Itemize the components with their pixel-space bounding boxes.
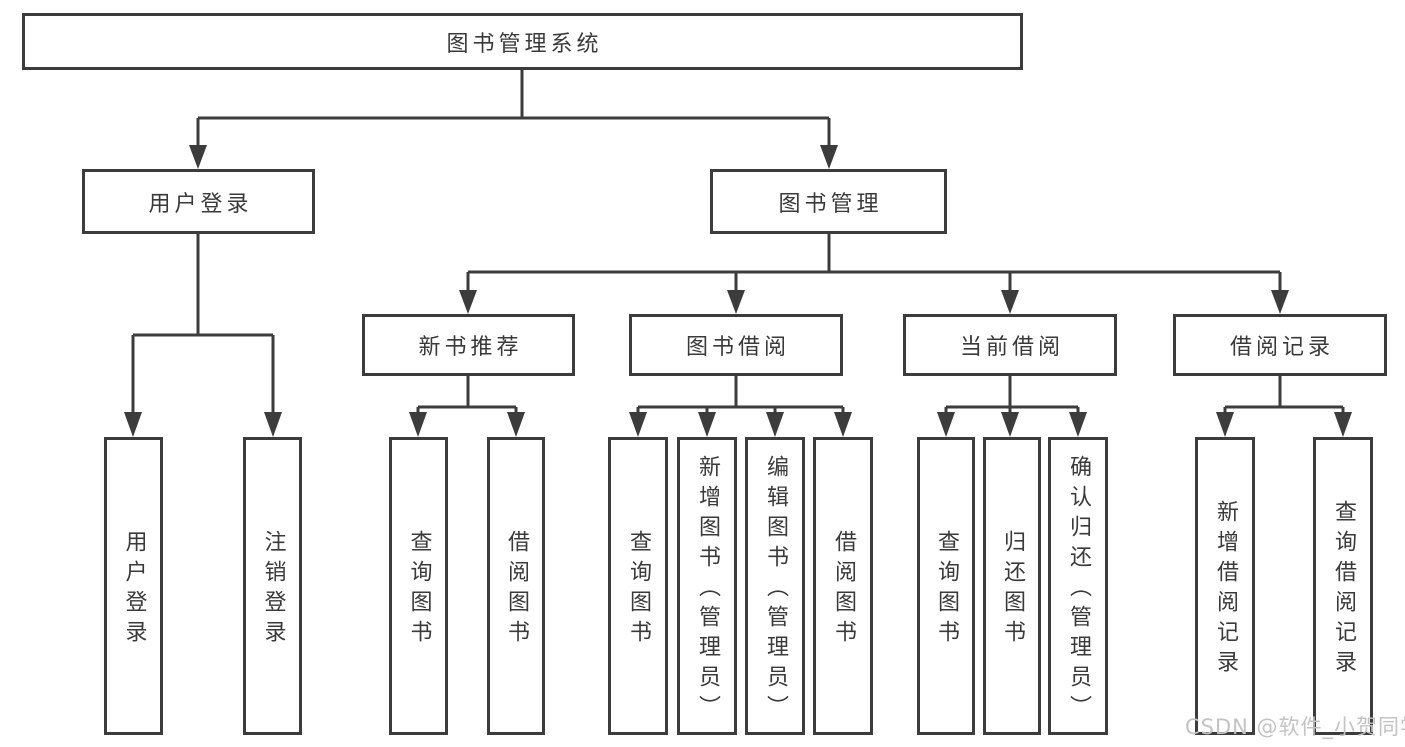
arrowhead bbox=[1334, 412, 1352, 437]
node-add-book-admin: 新增图书（管理员） bbox=[677, 437, 737, 735]
arrowhead bbox=[698, 412, 716, 437]
connector-borrowing-records bbox=[1223, 375, 1345, 416]
node-label: 注销登录 bbox=[260, 530, 286, 650]
arrowhead bbox=[1001, 412, 1019, 437]
node-label: 当前借阅 bbox=[959, 335, 1064, 360]
arrowhead bbox=[629, 412, 647, 437]
node-user-login: 用户登录 bbox=[82, 169, 315, 234]
node-label: 图书管理 bbox=[778, 191, 883, 217]
node-borrow-books-2: 借阅图书 bbox=[813, 437, 873, 735]
node-label: 确认归还（管理员） bbox=[1066, 455, 1091, 725]
arrowhead bbox=[1069, 412, 1087, 437]
connector-book-borrowing bbox=[636, 375, 845, 416]
node-label: 查询图书 bbox=[934, 530, 959, 650]
arrowhead bbox=[834, 412, 852, 437]
arrowhead bbox=[189, 145, 207, 169]
node-borrowing-records: 借阅记录 bbox=[1173, 314, 1387, 376]
arrowhead bbox=[1216, 412, 1234, 437]
node-new-book-recommend: 新书推荐 bbox=[362, 314, 575, 376]
node-label: 归还图书 bbox=[1000, 530, 1025, 650]
connector-book-management bbox=[466, 233, 1282, 293]
arrowhead bbox=[124, 412, 142, 437]
node-query-books-3: 查询图书 bbox=[917, 437, 975, 735]
node-confirm-return-admin: 确认归还（管理员） bbox=[1048, 437, 1108, 735]
node-query-borrow-record: 查询借阅记录 bbox=[1313, 437, 1373, 735]
node-edit-book-admin: 编辑图书（管理员） bbox=[745, 437, 805, 735]
node-current-borrowing: 当前借阅 bbox=[903, 314, 1117, 376]
node-user-login-leaf: 用户登录 bbox=[104, 437, 163, 735]
csdn-watermark: CSDN @软件_小贺同学 bbox=[1185, 715, 1405, 739]
node-label: 编辑图书（管理员） bbox=[763, 455, 788, 725]
node-book-management: 图书管理 bbox=[710, 169, 947, 234]
arrowhead bbox=[1271, 290, 1289, 314]
node-label: 查询图书 bbox=[626, 530, 651, 650]
node-borrow-books-1: 借阅图书 bbox=[487, 437, 545, 735]
node-label: 查询借阅记录 bbox=[1331, 500, 1356, 680]
node-label: 图书借阅 bbox=[685, 335, 790, 360]
node-label: 新书推荐 bbox=[418, 335, 523, 360]
arrowhead bbox=[937, 412, 955, 437]
node-add-borrow-record: 新增借阅记录 bbox=[1195, 437, 1255, 735]
node-return-book: 归还图书 bbox=[983, 437, 1041, 735]
arrowhead bbox=[507, 412, 525, 437]
node-label: 用户登录 bbox=[148, 191, 253, 217]
node-library-system: 图书管理系统 bbox=[22, 13, 1023, 70]
node-label: 查询图书 bbox=[406, 530, 432, 650]
arrowhead bbox=[820, 145, 838, 169]
connector-current-borrowing bbox=[944, 375, 1080, 416]
arrowhead bbox=[459, 290, 477, 314]
node-label: 借阅记录 bbox=[1229, 335, 1334, 360]
node-query-books-1: 查询图书 bbox=[389, 437, 448, 735]
arrowhead bbox=[409, 412, 427, 437]
node-label: 借阅图书 bbox=[504, 530, 529, 650]
connector-root bbox=[196, 69, 831, 148]
node-query-books-2: 查询图书 bbox=[608, 437, 668, 735]
connector-user-login bbox=[131, 233, 275, 416]
node-label: 图书管理系统 bbox=[446, 31, 603, 57]
arrowhead bbox=[766, 412, 784, 437]
node-label: 新增图书（管理员） bbox=[695, 455, 720, 725]
connector-new-book bbox=[416, 375, 518, 416]
arrowhead bbox=[727, 290, 745, 314]
arrowhead bbox=[264, 412, 282, 437]
arrowhead bbox=[1001, 290, 1019, 314]
node-label: 用户登录 bbox=[121, 530, 147, 650]
node-book-borrowing: 图书借阅 bbox=[629, 314, 843, 376]
node-label: 新增借阅记录 bbox=[1213, 500, 1238, 680]
node-label: 借阅图书 bbox=[831, 530, 856, 650]
node-logout: 注销登录 bbox=[243, 437, 302, 735]
